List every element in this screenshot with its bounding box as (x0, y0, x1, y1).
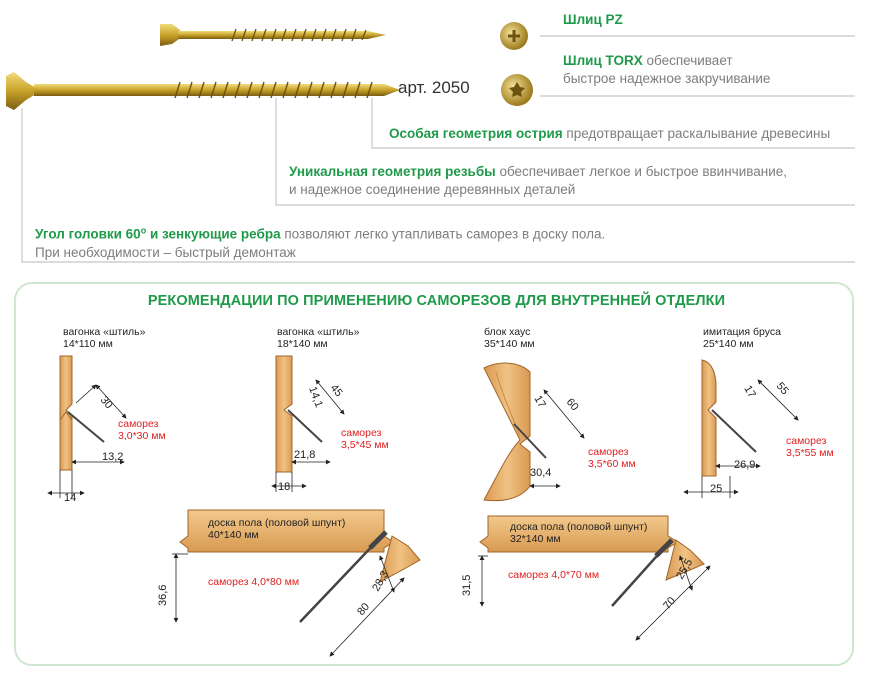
board-1-dim-thickness: 14 (64, 492, 76, 504)
pz-head-icon (500, 22, 528, 50)
board-2-dim-offset: 21,8 (294, 449, 315, 461)
floorboard-2-dim-length: 70 (661, 595, 678, 612)
floorboard-1-screw-spec: саморез 4,0*80 мм (208, 576, 300, 588)
board-1-dim-offset: 13,2 (102, 451, 123, 463)
screws-illustration (6, 22, 855, 263)
board-3-drawing (483, 362, 585, 502)
feature-thread: Уникальная геометрия резьбы обеспечивает… (289, 164, 788, 197)
floorboard-1-dim-height: 36,6 (157, 585, 169, 606)
floorboard-1-title: доска пола (половой шпунт)40*140 мм (208, 517, 346, 541)
floorboard-1-drawing (172, 509, 421, 657)
board-2-dim-depth: 14,1 (306, 385, 325, 409)
board-3-dim-offset: 30,4 (530, 467, 551, 479)
feature-pz: Шлиц PZ (563, 12, 623, 27)
feature-torx: Шлиц TORX обеспечивает быстрое надежное … (563, 53, 771, 86)
board-4-dim-depth: 17 (741, 384, 758, 401)
board-1-drawing (47, 355, 127, 498)
board-1-title: вагонка «штиль»14*110 мм (63, 326, 146, 350)
floorboard-2-dim-height: 31,5 (461, 575, 473, 596)
board-2-dim-thickness: 18 (278, 481, 290, 493)
panel-title: РЕКОМЕНДАЦИИ ПО ПРИМЕНЕНИЮ САМОРЕЗОВ ДЛЯ… (147, 293, 726, 309)
floorboard-1-dim-length: 80 (355, 601, 372, 618)
board-4-dim-offset: 26,9 (734, 459, 755, 471)
feature-tip: Особая геометрия острия предотвращает ра… (389, 126, 831, 141)
board-2-drawing (271, 355, 345, 492)
board-1-dim-length: 30 (98, 394, 115, 411)
torx-head-icon (501, 74, 533, 106)
board-3-dim-length: 60 (564, 396, 581, 413)
small-screw-icon (160, 24, 386, 46)
board-2-title: вагонка «штиль»18*140 мм (277, 326, 360, 350)
floorboard-2-drawing (478, 515, 711, 641)
board-4-dim-length: 55 (774, 380, 791, 397)
article-number: арт. 2050 (398, 78, 470, 97)
board-4-drawing (683, 359, 799, 498)
board-4-dim-thickness: 25 (710, 483, 722, 495)
floorboard-2-title: доска пола (половой шпунт)32*140 мм (510, 521, 648, 545)
board-3-dim-depth: 17 (531, 394, 548, 411)
floorboard-2-screw-spec: саморез 4,0*70 мм (508, 569, 600, 581)
large-screw-icon (6, 72, 400, 110)
feature-head-angle: Угол головки 60o и зенкующие ребра позво… (35, 225, 606, 260)
